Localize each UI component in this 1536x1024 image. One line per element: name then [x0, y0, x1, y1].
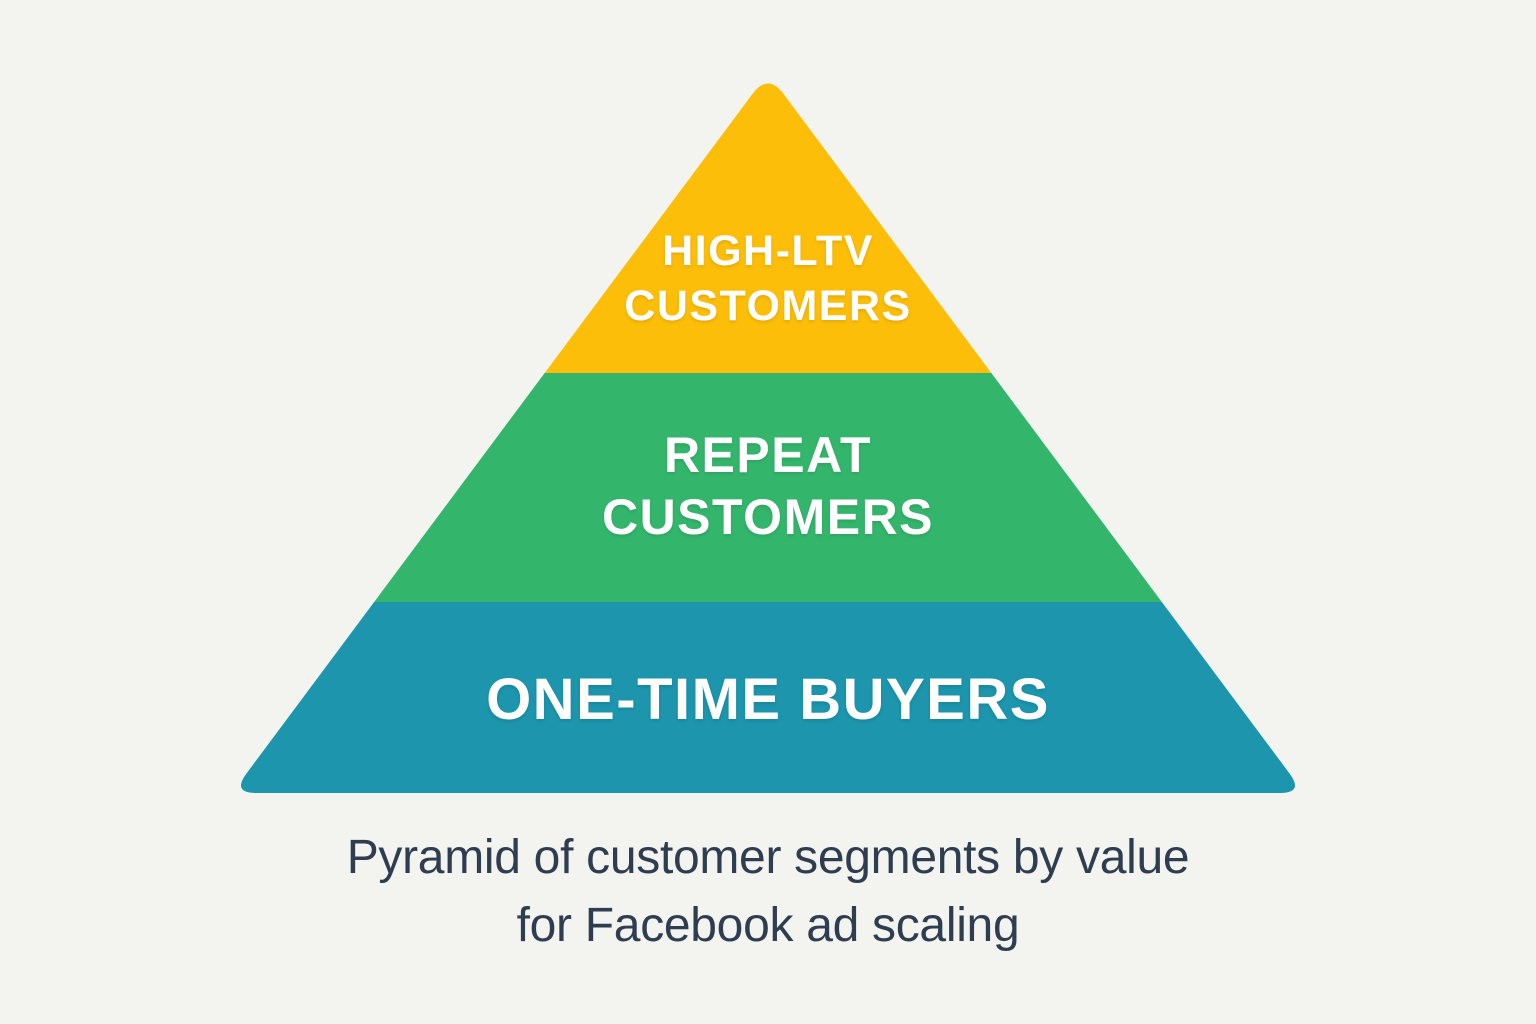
caption-line-1: Pyramid of customer segments by value [346, 831, 1190, 884]
tier-high-ltv-band [240, 83, 1296, 373]
diagram-caption: Pyramid of customer segments by value fo… [0, 824, 1536, 960]
caption-line-2: for Facebook ad scaling [516, 899, 1020, 952]
tier-one-time-band [240, 602, 1296, 793]
tier-repeat-band [240, 373, 1296, 602]
